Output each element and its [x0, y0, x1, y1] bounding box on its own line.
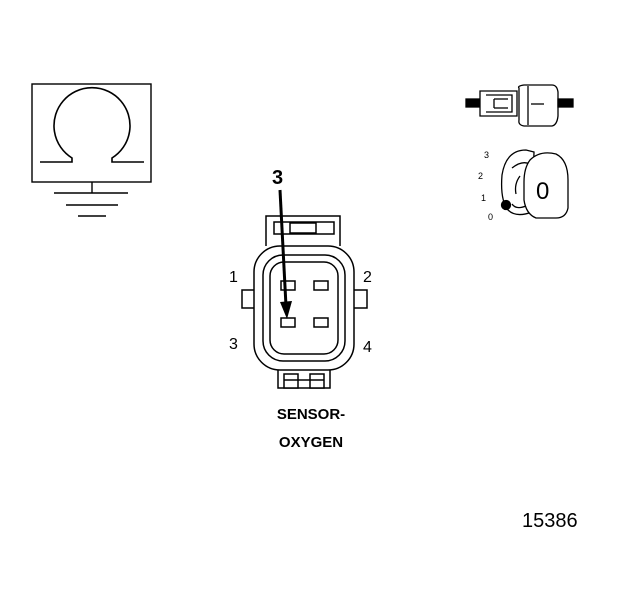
callout-pin-number: 3 — [272, 167, 283, 189]
pin-label-4: 4 — [363, 339, 372, 356]
selector-value: 0 — [536, 178, 549, 205]
pin-label-1: 1 — [229, 269, 238, 286]
test-probe-icon — [465, 84, 574, 127]
callout-arrow — [278, 189, 292, 319]
cavity-3 — [280, 317, 296, 328]
pin-label-3: 3 — [229, 336, 238, 353]
caption-line-2: OXYGEN — [279, 434, 343, 451]
selector-mark-2: 2 — [478, 171, 483, 181]
rotary-selector-knob-icon — [500, 149, 569, 219]
selector-mark-1: 1 — [481, 193, 486, 203]
caption-line-1: SENSOR- — [277, 406, 345, 423]
cavity-4 — [313, 317, 329, 328]
connector-face-icon — [241, 215, 368, 389]
figure-number: 15386 — [522, 510, 578, 532]
cavity-1 — [280, 280, 296, 291]
selector-mark-3: 3 — [484, 150, 489, 160]
ohmmeter-symbol-icon — [31, 83, 152, 183]
selector-mark-0: 0 — [488, 212, 493, 222]
pin-label-2: 2 — [363, 269, 372, 286]
ground-icon — [54, 182, 128, 217]
cavity-2 — [313, 280, 329, 291]
